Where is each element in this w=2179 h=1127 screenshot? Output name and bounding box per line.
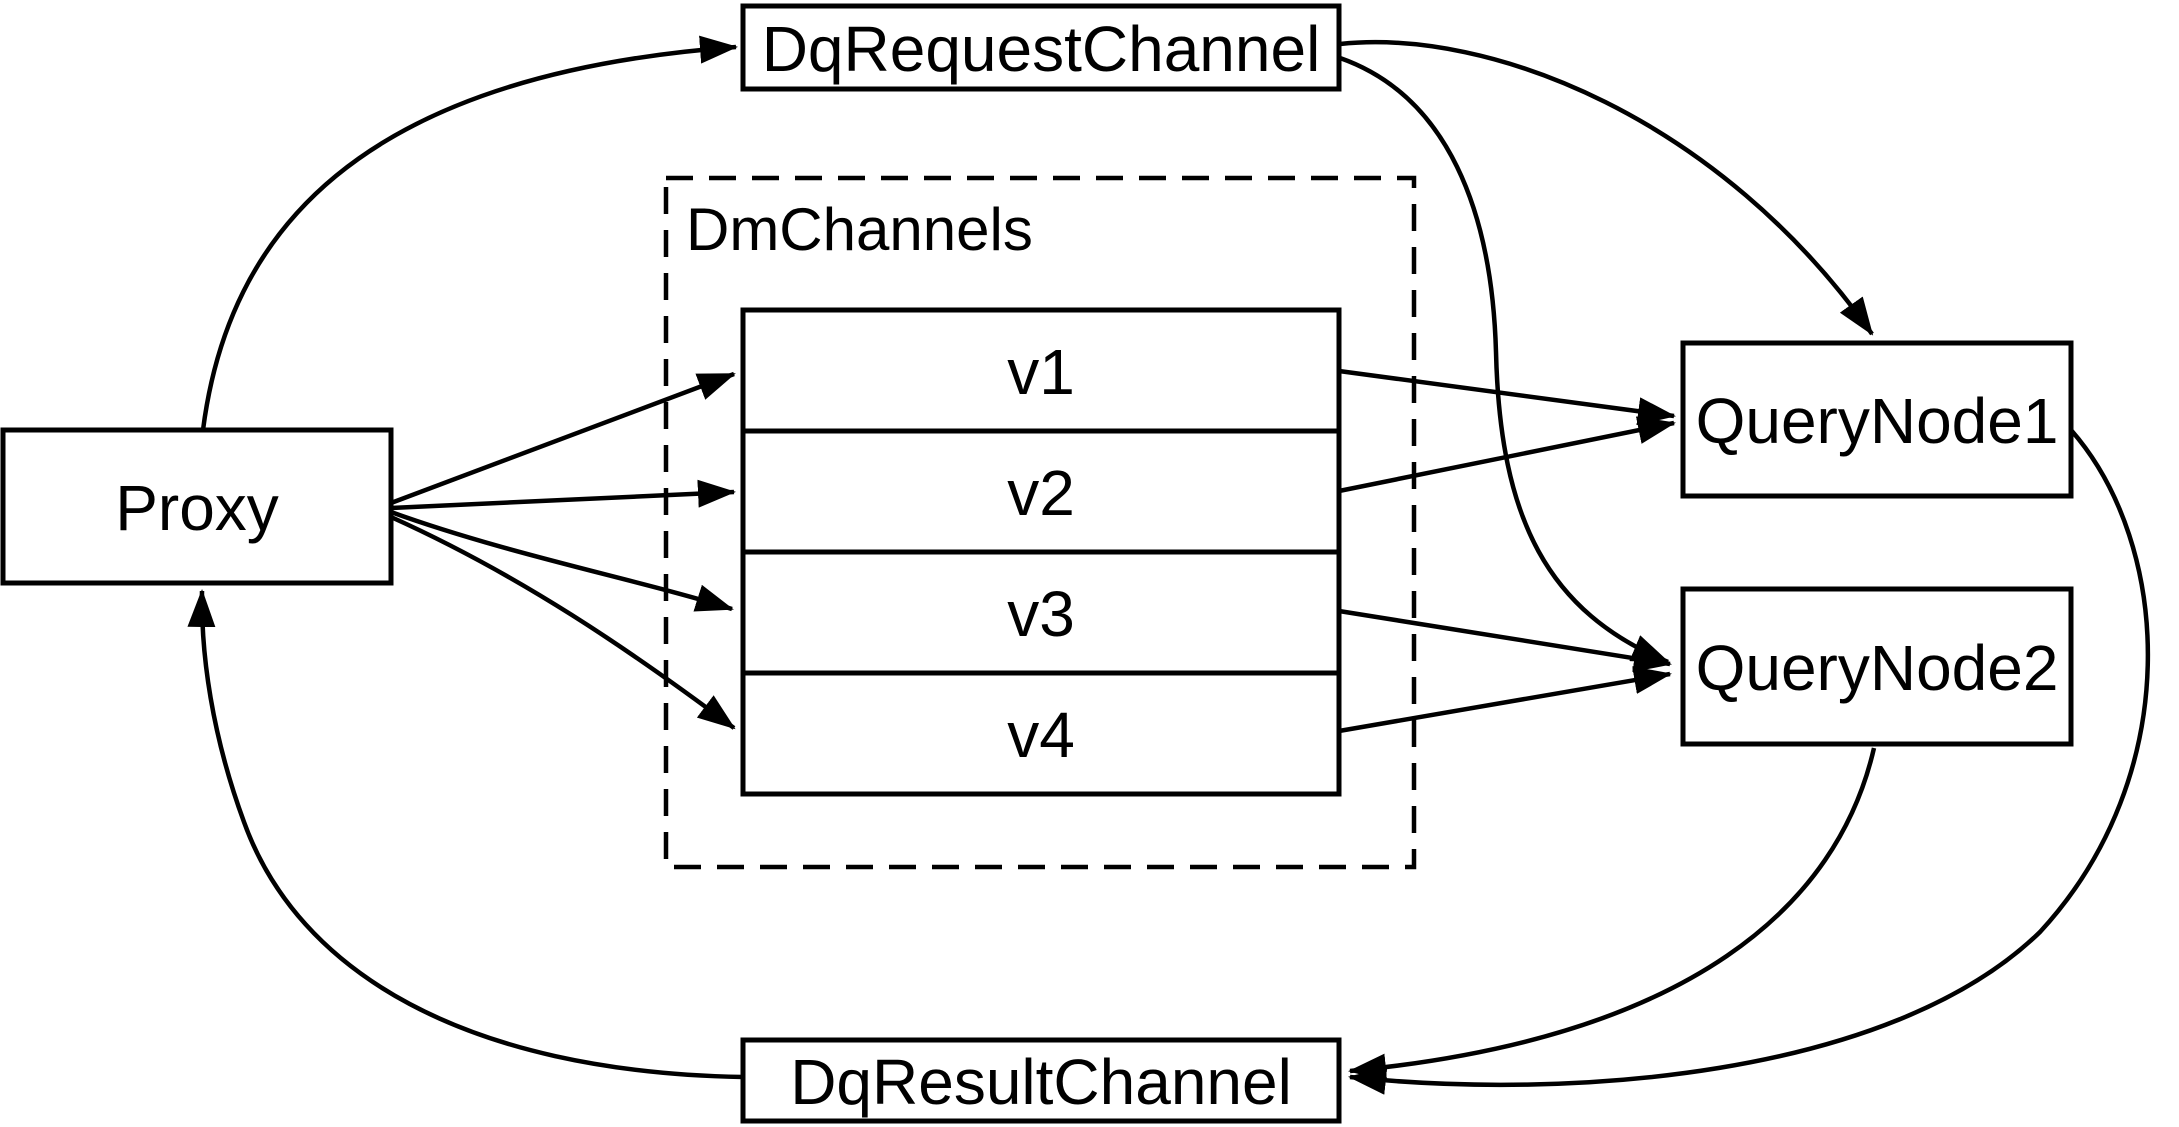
- edge-dq-request-channel-to-query-node-2: [1339, 55, 1670, 665]
- dm-channels-dashed-border: [663, 175, 1417, 870]
- node-channel-v1: v1: [740, 307, 1342, 434]
- channel-v3-label: v3: [1007, 578, 1075, 650]
- proxy-label: Proxy: [115, 472, 279, 544]
- query-node-2-box: [1680, 586, 2074, 747]
- node-dq-result-channel: DqResultChannel: [740, 1037, 1342, 1124]
- channel-v1-box: [740, 307, 1342, 434]
- channel-v4-box: [740, 670, 1342, 797]
- dq-result-channel-box: [740, 1037, 1342, 1124]
- edge-proxy-to-v1: [390, 371, 736, 506]
- edge-proxy-to-v3: [390, 509, 734, 612]
- node-channel-v3: v3: [740, 549, 1342, 676]
- node-query-node-2: QueryNode2: [1680, 586, 2074, 747]
- group-dm-channels: DmChannels: [663, 175, 1417, 870]
- node-proxy: Proxy: [0, 427, 394, 586]
- edge-dq-result-channel-to-proxy: [187, 589, 744, 1080]
- edge-proxy-to-v2: [390, 479, 736, 511]
- channel-v3-box: [740, 549, 1342, 676]
- query-node-1-label: QueryNode1: [1696, 385, 2059, 457]
- proxy-box: [0, 427, 394, 586]
- node-query-node-1: QueryNode1: [1680, 340, 2074, 499]
- dq-result-channel-label: DqResultChannel: [790, 1046, 1292, 1118]
- edge-dq-request-channel-to-query-node-1: [1339, 39, 1874, 336]
- edge-query-node-2-to-dq-result-channel: [1348, 747, 1877, 1082]
- channel-v2-label: v2: [1007, 457, 1075, 529]
- query-node-2-label: QueryNode2: [1696, 632, 2059, 704]
- dq-request-channel-label: DqRequestChannel: [762, 13, 1321, 85]
- edge-query-node-1-to-dq-result-channel: [1348, 428, 2151, 1095]
- dq-request-channel-box: [740, 3, 1342, 92]
- edge-proxy-to-v4: [390, 514, 736, 730]
- dm-channels-label: DmChannels: [686, 196, 1033, 263]
- edge-v4-to-query-node-2: [1338, 666, 1672, 734]
- node-channel-v2: v2: [740, 428, 1342, 555]
- channel-v4-label: v4: [1007, 699, 1075, 771]
- node-dq-request-channel: DqRequestChannel: [740, 3, 1342, 92]
- edge-proxy-to-dq-request-channel: [200, 35, 738, 431]
- edge-v3-to-query-node-2: [1338, 608, 1672, 673]
- channel-v1-label: v1: [1007, 336, 1075, 408]
- edge-v1-to-query-node-1: [1338, 368, 1676, 426]
- query-node-1-box: [1680, 340, 2074, 499]
- node-channel-v4: v4: [740, 670, 1342, 797]
